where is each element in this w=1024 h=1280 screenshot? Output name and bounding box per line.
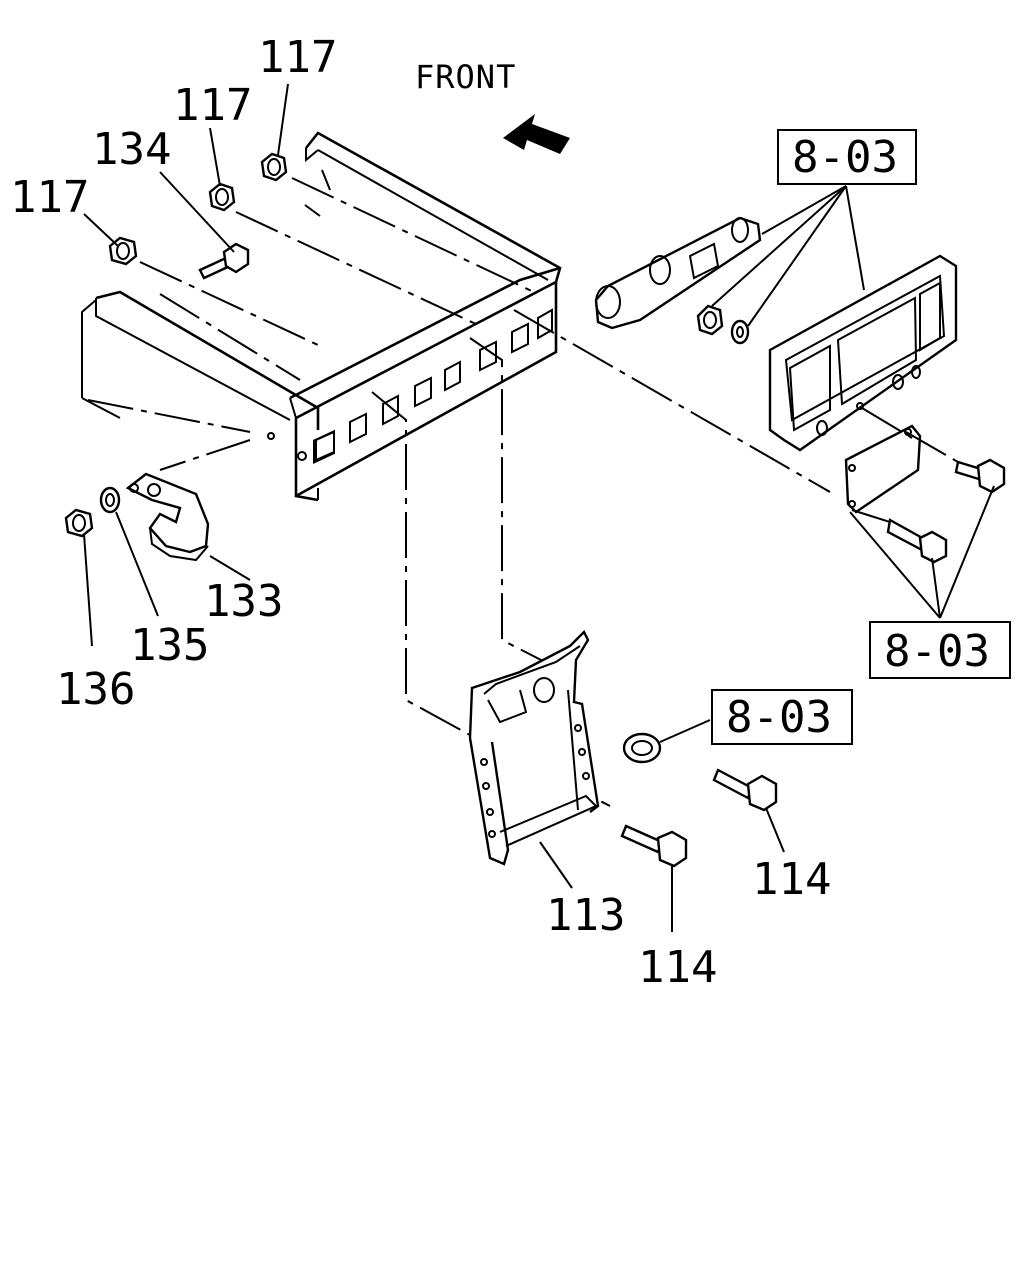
nut-117-top xyxy=(260,152,288,182)
lamp-nut xyxy=(696,304,724,336)
label-114-right: 114 xyxy=(752,854,831,905)
lamp-bolt-upper xyxy=(954,458,1006,494)
grommet xyxy=(622,732,662,764)
nut-136 xyxy=(64,508,94,538)
nut-117-mid xyxy=(208,182,236,212)
bracket-113 xyxy=(468,629,600,866)
label-135: 135 xyxy=(130,620,209,671)
label-117-left: 117 xyxy=(10,172,89,223)
lamp-bracket xyxy=(594,216,762,330)
lamp-mount-plate xyxy=(844,402,922,514)
ref-grommet-text: 8-03 xyxy=(726,692,832,743)
label-133: 133 xyxy=(204,576,283,627)
front-direction-label: FRONT xyxy=(415,58,516,96)
ref-box-grommet: 8-03 xyxy=(711,689,853,745)
tow-hook-133 xyxy=(125,472,210,562)
label-134: 134 xyxy=(92,124,171,175)
label-117-mid: 117 xyxy=(173,80,252,131)
ref-lamp-text: 8-03 xyxy=(792,132,898,183)
label-113: 113 xyxy=(546,890,625,941)
bolt-114-right xyxy=(712,768,778,812)
label-114-left: 114 xyxy=(638,942,717,993)
ref-bracket-bolts-text: 8-03 xyxy=(884,626,990,677)
front-arrow-icon xyxy=(503,114,570,154)
rear-combination-lamp xyxy=(768,254,958,452)
bolt-114-left xyxy=(620,824,688,868)
lamp-washer xyxy=(730,319,750,345)
ref-box-lamp: 8-03 xyxy=(777,129,917,185)
label-136: 136 xyxy=(56,664,135,715)
ref-box-bracket-bolts: 8-03 xyxy=(869,621,1011,679)
lamp-bolt-lower xyxy=(886,518,948,564)
washer-135 xyxy=(99,486,121,514)
frame-rail xyxy=(81,131,562,502)
bolt-134 xyxy=(198,242,250,280)
label-117-top: 117 xyxy=(258,32,337,83)
label-leader-lines xyxy=(83,83,995,932)
